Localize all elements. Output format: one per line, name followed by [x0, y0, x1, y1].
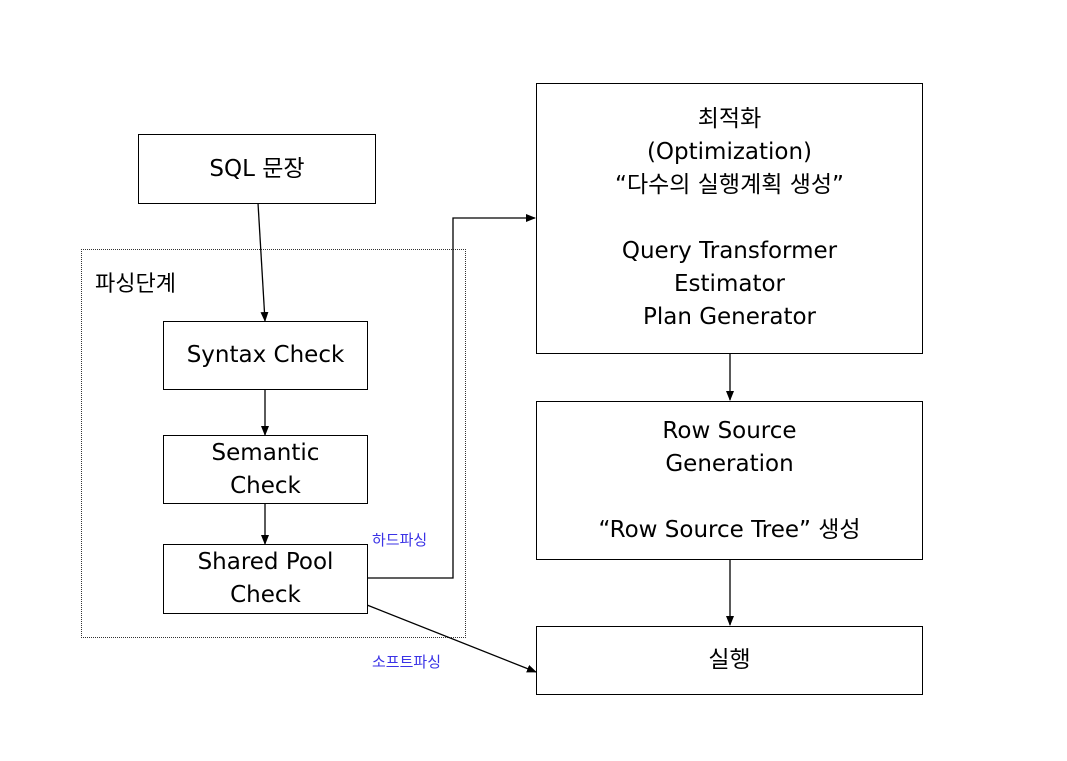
query-transformer-text: Query Transformer	[621, 238, 838, 264]
row-source-tree-text: “Row Source Tree” 생성	[598, 516, 861, 543]
syntax-check-node: Syntax Check	[163, 321, 368, 390]
row-source-line-1: Row Source	[662, 417, 797, 444]
shared-pool-check-node: Shared Pool Check	[163, 544, 368, 614]
sql-statement-text: SQL 문장	[209, 155, 305, 182]
parsing-phase-group	[81, 249, 466, 638]
parsing-phase-label: 파싱단계	[95, 272, 176, 297]
sql-statement-node: SQL 문장	[138, 134, 376, 204]
execution-node: 실행	[536, 626, 923, 695]
shared-pool-check-line-2: Check	[230, 582, 301, 608]
arrow-soft-parse	[366, 604, 537, 673]
estimator-text: Estimator	[674, 271, 785, 297]
semantic-check-node: Semantic Check	[163, 435, 368, 504]
row-source-line-2: Generation	[665, 450, 794, 477]
semantic-check-line-1: Semantic	[211, 439, 320, 466]
optimization-title: 최적화	[697, 106, 762, 132]
shared-pool-check-line-1: Shared Pool	[197, 549, 334, 575]
arrow-sql-to-syntax	[257, 202, 269, 322]
semantic-check-line-2: Check	[230, 472, 301, 499]
optimization-english: (Optimization)	[646, 139, 813, 165]
plan-generator-text: Plan Generator	[642, 304, 817, 330]
optimization-node: 최적화 (Optimization) “다수의 실행계획 생성” Query T…	[536, 83, 923, 354]
syntax-check-text: Syntax Check	[186, 342, 345, 368]
arrow-hard-parse	[367, 214, 536, 579]
optimization-description: “다수의 실행계획 생성”	[615, 172, 844, 198]
hard-parse-label: 하드파싱	[372, 531, 428, 549]
execution-text: 실행	[708, 647, 751, 673]
row-source-generation-node: Row Source Generation “Row Source Tree” …	[536, 401, 923, 560]
soft-parse-label: 소프트파싱	[372, 653, 442, 671]
